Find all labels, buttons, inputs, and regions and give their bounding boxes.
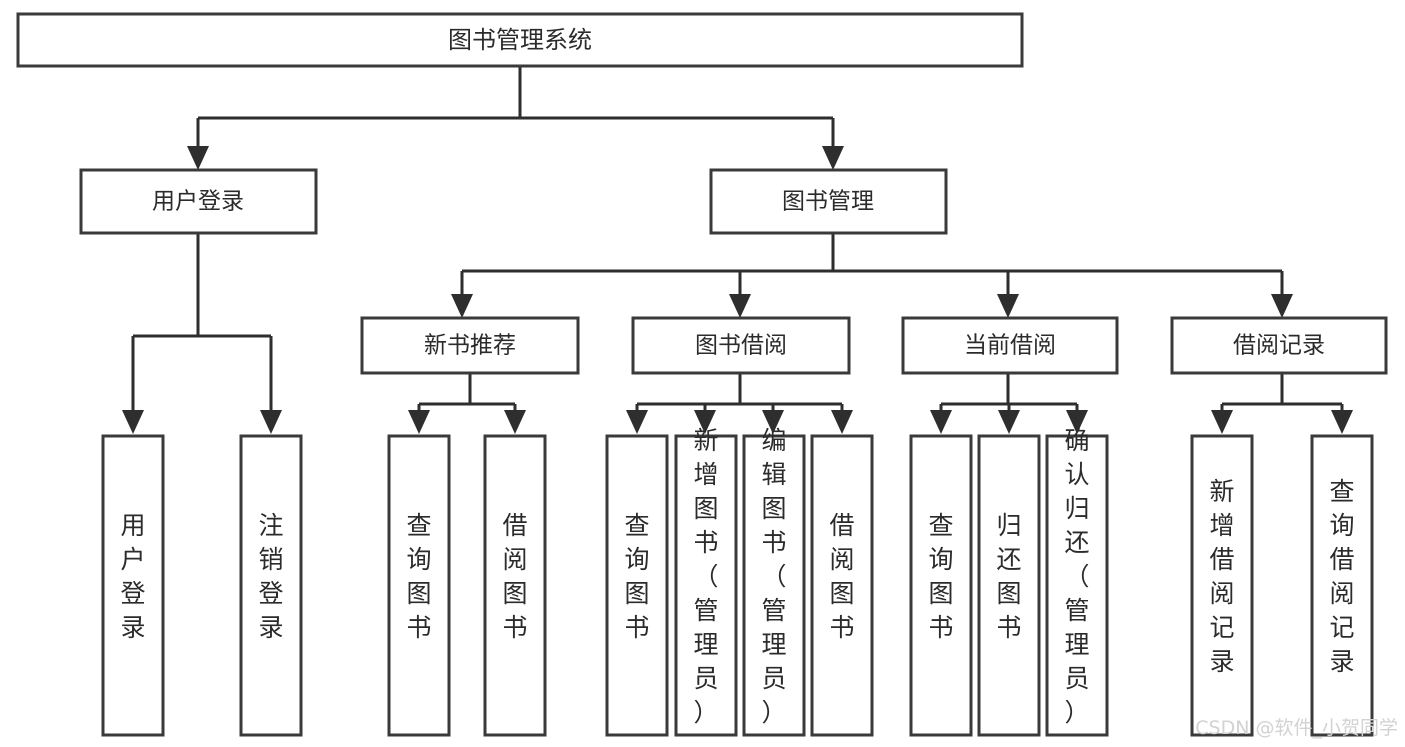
leaf-query-book-recommend-label: 查询图书 [406, 511, 431, 642]
arrow-to-book-borrow [729, 294, 751, 318]
leaf-logout-box [239, 434, 303, 737]
arrow-to-leaf-user-login [122, 410, 144, 434]
node-book-borrow[interactable]: 图书借阅 [631, 316, 851, 375]
arrow-to-user-login [187, 146, 209, 170]
node-new-book-recommend-label: 新书推荐 [424, 333, 516, 359]
leaf-query-book-borrow-box [605, 434, 669, 737]
node-root-library-system[interactable]: 图书管理系统 [16, 12, 1024, 68]
leaf-query-book-current-box [909, 434, 973, 737]
node-root-box [16, 12, 1024, 68]
leaf-return-book-label: 归还图书 [996, 511, 1021, 642]
leaf-query-borrow-record-label: 查询借阅记录 [1329, 477, 1354, 676]
connector-layer [122, 66, 1353, 434]
arrow-to-book-manage [822, 146, 844, 170]
leaf-edit-book-admin-label: 编辑图书（管理员） [761, 426, 786, 727]
leaf-add-borrow-record-label: 新增借阅记录 [1209, 477, 1234, 676]
node-new-book-recommend[interactable]: 新书推荐 [360, 316, 580, 375]
leaf-user-login-box [101, 434, 165, 737]
node-root-label: 图书管理系统 [448, 26, 592, 54]
leaf-query-borrow-record[interactable]: 查询借阅记录 [1310, 434, 1374, 737]
leaf-user-login[interactable]: 用户登录 [101, 434, 165, 737]
node-book-borrow-label: 图书借阅 [695, 333, 787, 359]
leaf-confirm-return-admin-box [1045, 434, 1109, 737]
arrow-to-leaf-borrow-book-1 [504, 410, 526, 434]
leaf-borrow-book-label: 借阅图书 [829, 511, 854, 642]
node-current-borrow[interactable]: 当前借阅 [901, 316, 1119, 375]
leaf-edit-book-admin[interactable]: 编辑图书（管理员） [742, 426, 806, 737]
leaf-query-borrow-record-box [1310, 434, 1374, 737]
arrow-to-leaf-query-book-2 [626, 410, 648, 434]
leaf-return-book[interactable]: 归还图书 [977, 434, 1041, 737]
leaf-query-book-current[interactable]: 查询图书 [909, 434, 973, 737]
arrow-to-leaf-add-record [1211, 410, 1233, 434]
arrow-to-leaf-return-book [998, 410, 1020, 434]
leaf-query-book-current-label: 查询图书 [928, 511, 953, 642]
arrow-to-leaf-query-record [1331, 410, 1353, 434]
arrow-to-leaf-query-book-3 [930, 410, 952, 434]
leaf-edit-book-admin-box [742, 434, 806, 737]
node-borrow-record-label: 借阅记录 [1233, 333, 1325, 359]
node-book-management[interactable]: 图书管理 [709, 168, 948, 235]
leaf-add-book-admin-box [674, 434, 738, 737]
leaf-query-book-recommend[interactable]: 查询图书 [387, 434, 451, 737]
leaf-return-book-box [977, 434, 1041, 737]
leaf-add-borrow-record-box [1190, 434, 1254, 737]
leaf-add-book-admin[interactable]: 新增图书（管理员） [674, 426, 738, 737]
node-user-login-label: 用户登录 [152, 189, 244, 215]
arrow-to-new-book-recommend [451, 294, 473, 318]
leaf-user-login-label: 用户登录 [120, 511, 145, 642]
leaf-query-book-borrow[interactable]: 查询图书 [605, 434, 669, 737]
arrow-to-current-borrow [997, 294, 1019, 318]
leaf-add-borrow-record[interactable]: 新增借阅记录 [1190, 434, 1254, 737]
leaf-logout-label: 注销登录 [258, 511, 283, 642]
leaf-confirm-return-admin[interactable]: 确认归还（管理员） [1045, 426, 1109, 737]
node-borrow-record[interactable]: 借阅记录 [1170, 316, 1388, 375]
leaf-borrow-book-box [810, 434, 874, 737]
arrow-to-leaf-logout [260, 410, 282, 434]
node-new-book-recommend-box [360, 316, 580, 375]
node-book-borrow-box [631, 316, 851, 375]
arrow-to-leaf-borrow-book-2 [831, 410, 853, 434]
node-current-borrow-box [901, 316, 1119, 375]
leaf-borrow-book[interactable]: 借阅图书 [810, 434, 874, 737]
leaf-query-book-recommend-box [387, 434, 451, 737]
leaf-borrow-book-recommend[interactable]: 借阅图书 [483, 434, 547, 737]
node-user-login[interactable]: 用户登录 [79, 168, 318, 235]
leaf-borrow-book-recommend-box [483, 434, 547, 737]
node-borrow-record-box [1170, 316, 1388, 375]
node-current-borrow-label: 当前借阅 [964, 333, 1056, 359]
leaf-query-book-borrow-label: 查询图书 [624, 511, 649, 642]
leaf-borrow-book-recommend-label: 借阅图书 [502, 511, 527, 642]
node-book-management-box [709, 168, 948, 235]
leaf-logout[interactable]: 注销登录 [239, 434, 303, 737]
node-book-management-label: 图书管理 [782, 189, 874, 215]
node-user-login-box [79, 168, 318, 235]
arrow-to-leaf-query-book-1 [408, 410, 430, 434]
csdn-watermark: CSDN @软件_小贺同学 [1195, 717, 1398, 739]
leaf-confirm-return-admin-label: 确认归还（管理员） [1064, 426, 1089, 727]
arrow-to-borrow-record [1271, 294, 1293, 318]
leaf-add-book-admin-label: 新增图书（管理员） [693, 426, 718, 727]
